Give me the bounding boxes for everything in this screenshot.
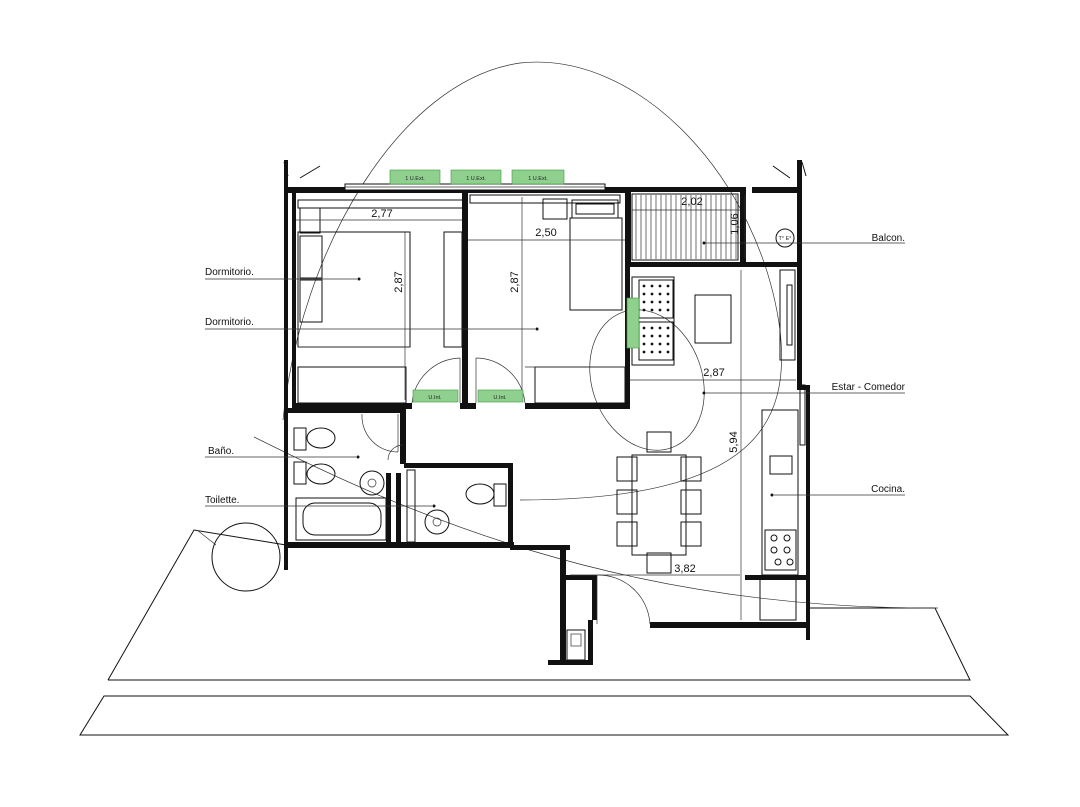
entrance-door <box>566 574 651 661</box>
window-tags: 1 U.Ext. 1 U.Ext. 1 U.Ext. <box>389 169 565 185</box>
dim-dorm1-width: 2,77 <box>371 208 392 220</box>
balcony-railing <box>631 193 739 261</box>
bedroom-2-furniture <box>469 194 626 404</box>
dim-dorm2-depth: 2,87 <box>509 271 521 292</box>
window-tag-3: 1 U.Ext. <box>528 176 548 182</box>
dim-estar-depth: 5,94 <box>728 431 740 452</box>
label-toilette: Toilette. <box>205 495 239 506</box>
window-tag-1: 1 U.Ext. <box>405 176 425 182</box>
dim-dorm2-width: 2,50 <box>535 227 556 239</box>
kitchen-counter <box>759 384 806 621</box>
dim-estar-width: 2,87 <box>703 367 724 379</box>
label-bano: Baño. <box>208 446 234 457</box>
window-tag-2: 1 U.Ext. <box>466 176 486 182</box>
dimension-lines <box>296 195 796 620</box>
leader-lines <box>205 241 905 508</box>
label-estar-comedor: Estar - Comedor <box>832 382 906 393</box>
swing-arcs <box>253 61 939 609</box>
dim-comedor-width: 3,82 <box>674 563 695 575</box>
termo-marker: T° E° <box>775 228 795 248</box>
label-cocina: Cocina. <box>871 484 905 495</box>
dot-grid <box>638 279 674 361</box>
site-outline <box>79 522 1010 736</box>
room-labels: Dormitorio. Dormitorio. Baño. Toilette. … <box>205 233 906 506</box>
living-furniture <box>626 269 796 366</box>
label-dormitorio-2: Dormitorio. <box>205 317 254 328</box>
top-windows <box>344 183 606 191</box>
label-balcon: Balcon. <box>872 233 905 244</box>
bedroom-doors: U.Int. U.Int. <box>411 357 526 404</box>
facade-markers <box>283 161 807 179</box>
dim-balcon-width: 2,02 <box>681 196 702 208</box>
label-dormitorio-1: Dormitorio. <box>205 267 254 278</box>
bedroom-1-furniture <box>297 199 464 404</box>
door-tag-1: U.Int. <box>428 395 442 401</box>
termo-tag: T° E° <box>779 236 792 242</box>
door-tag-2: U.Int. <box>493 395 507 401</box>
dim-dorm1-depth: 2,87 <box>393 271 405 292</box>
dining-table <box>616 431 702 574</box>
